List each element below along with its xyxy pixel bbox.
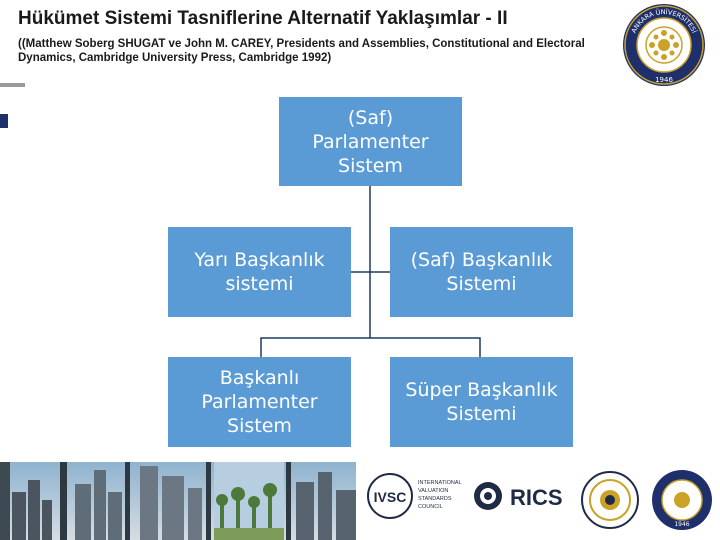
institute-seal-logo — [581, 471, 639, 529]
city-skyline-photo — [0, 462, 356, 540]
node-pure-parliamentary: (Saf) Parlamenter Sistem — [279, 97, 462, 186]
ivsc-line-2: VALUATION — [418, 488, 448, 494]
ivsc-logo: IVSC INTERNATIONAL VALUATION STANDARDS C… — [367, 473, 462, 519]
rics-logo: RICS — [474, 482, 563, 510]
connector-bottom-row — [260, 337, 481, 357]
node-super-presidential: Süper Başkanlık Sistemi — [390, 357, 573, 447]
seal-year-text: 1946 — [655, 76, 673, 84]
partner-logos: IVSC INTERNATIONAL VALUATION STANDARDS C… — [367, 470, 712, 530]
page-title: Hükümet Sistemi Tasniflerine Alternatif … — [18, 8, 508, 29]
node-semi-presidential: Yarı Başkanlık sistemi — [168, 227, 351, 317]
side-accent-mark — [0, 114, 8, 128]
node-pure-presidential-label: (Saf) Başkanlık Sistemi — [410, 249, 553, 295]
node-pure-presidential: (Saf) Başkanlık Sistemi — [390, 227, 573, 317]
node-semi-presidential-label: Yarı Başkanlık sistemi — [194, 249, 325, 295]
university-seal-logo: 1946 ANKARA ÜNİVERSİTESİ — [623, 4, 705, 86]
ivsc-letters: IVSC — [374, 489, 407, 505]
node-super-presidential-label: Süper Başkanlık Sistemi — [405, 379, 558, 425]
ivsc-line-4: COUNCIL — [418, 504, 443, 510]
university-seal-small-logo: 1946 — [652, 470, 712, 530]
ivsc-line-1: INTERNATIONAL — [418, 480, 462, 486]
side-accent-bar — [0, 83, 25, 87]
node-presidential-parliamentary: Başkanlı Parlamenter Sistem — [168, 357, 351, 447]
node-pure-parliamentary-label: (Saf) Parlamenter Sistem — [312, 106, 429, 177]
page-subtitle: ((Matthew Soberg SHUGAT ve John M. CAREY… — [18, 38, 585, 64]
footer-seal-year: 1946 — [674, 521, 689, 528]
rics-text: RICS — [510, 485, 563, 510]
ivsc-line-3: STANDARDS — [418, 496, 452, 502]
node-presidential-parliamentary-label: Başkanlı Parlamenter Sistem — [201, 367, 318, 437]
